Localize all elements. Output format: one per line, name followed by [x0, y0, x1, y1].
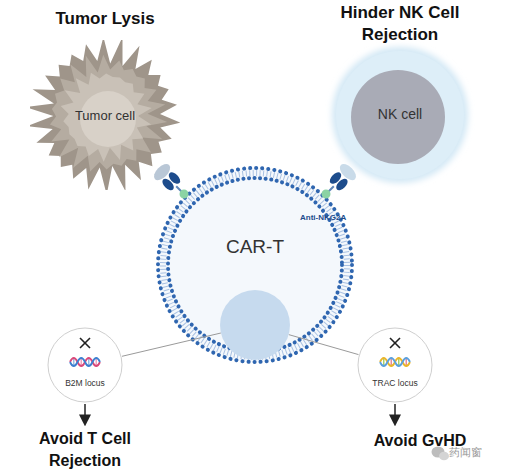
node-text: NK cell: [325, 106, 475, 124]
node-text: TRAC locus: [357, 378, 433, 389]
watermark: 药闻窗: [449, 445, 505, 460]
outcome-label: Avoid T Cell Rejection: [5, 428, 165, 472]
membrane-tails: [163, 173, 347, 357]
nk-cell: Hinder NK Cell RejectionNK cell: [325, 40, 475, 190]
b2m-locus: B2M locus: [47, 327, 123, 403]
node-text: B2M locus: [47, 378, 123, 389]
locus-outline: [48, 328, 122, 402]
cart-cell-shape: [155, 165, 355, 365]
heading-text: Hinder NK Cell Rejection: [333, 2, 467, 46]
tumor-outline: [30, 40, 180, 190]
membrane-outer: [158, 168, 352, 362]
membrane-inner: [168, 178, 342, 352]
b2m-locus-shape: [47, 327, 123, 403]
trac-locus-shape: [357, 327, 433, 403]
heading-text: Tumor Lysis: [5, 8, 205, 30]
outcome-arrow: [84, 404, 86, 424]
receptor-label: Anti-NKG2A: [300, 213, 360, 222]
cart-outline: [158, 168, 352, 362]
tumor-cell: Tumor LysisTumor cell: [30, 40, 180, 190]
node-text: Tumor cell: [30, 108, 180, 124]
node-text: CAR-T: [155, 235, 355, 259]
locus-outline: [358, 328, 432, 402]
cart-cell: CAR-T: [155, 165, 355, 365]
trac-locus: TRAC locus: [357, 327, 433, 403]
outcome-arrow: [394, 404, 396, 424]
